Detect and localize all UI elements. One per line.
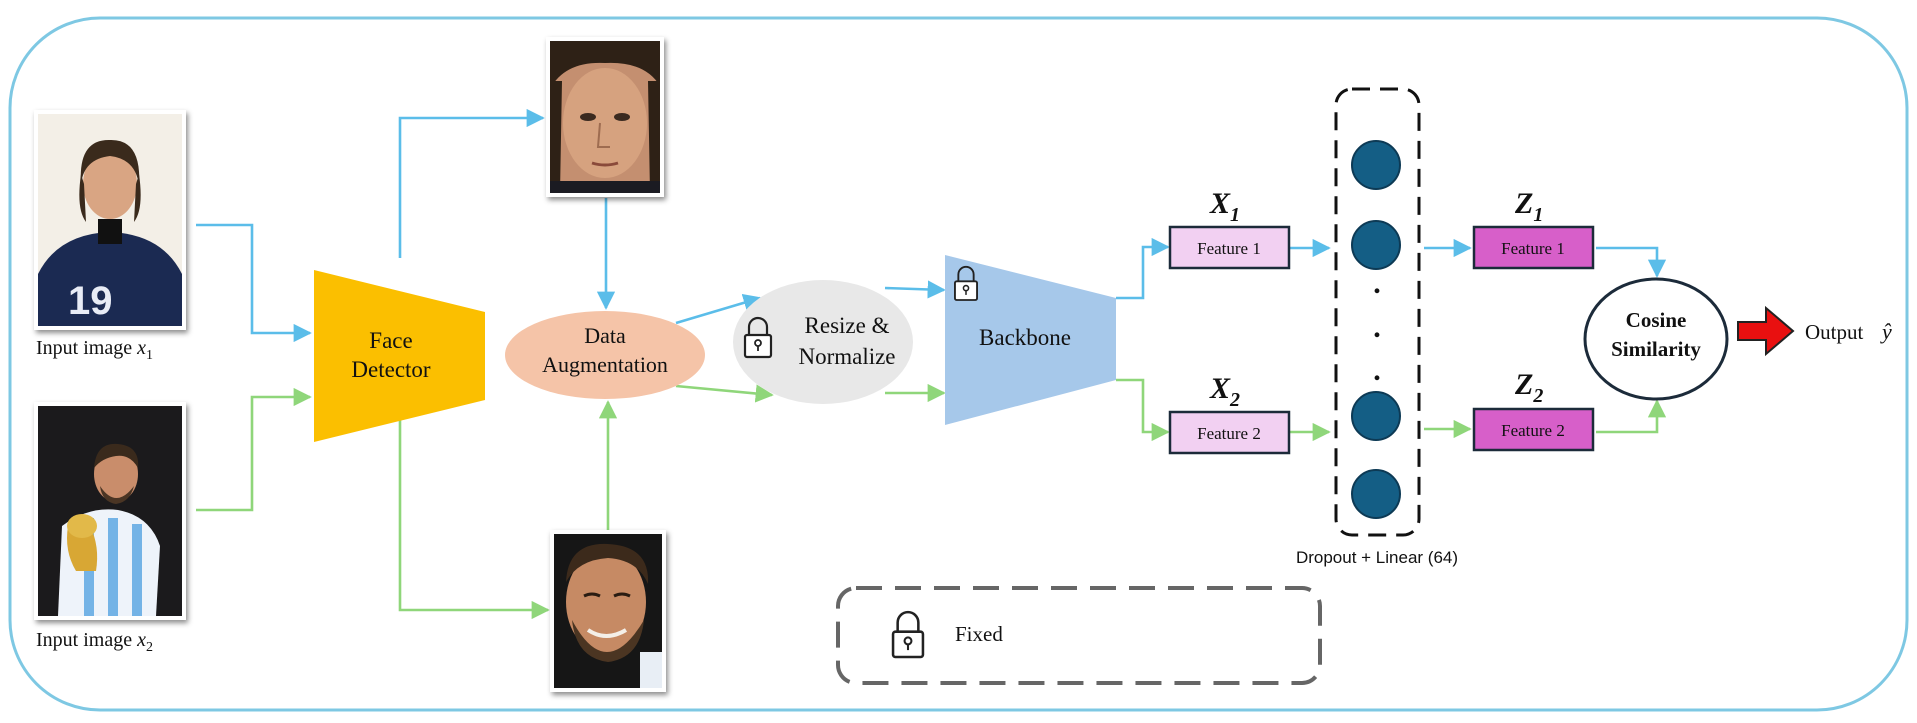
edge-detector-crop2 [398, 420, 550, 620]
cosine-label-line2: Similarity [1611, 337, 1701, 361]
feature-z1-box [1472, 225, 1595, 270]
projection-node [1351, 220, 1401, 270]
face-crop-1 [546, 37, 664, 197]
z1-symbol: Z1 [1514, 187, 1543, 226]
input-image-1: 19 [34, 110, 186, 330]
cosine-label-line1: Cosine [1626, 308, 1687, 332]
edge-backbone-x2 [1116, 378, 1170, 442]
augmentation-label-line1: Data [584, 323, 626, 348]
edge-input1-detector [196, 223, 312, 343]
resize-ellipse [733, 280, 913, 404]
projection-ellipsis-dot: . [1373, 354, 1381, 387]
output-symbol: ŷ [1880, 319, 1892, 344]
feature-z1-label: Feature 1 [1501, 239, 1565, 258]
legend-label: Fixed [955, 622, 1003, 646]
edge-z2-cosine [1596, 399, 1667, 434]
edge-backbone-x1 [1116, 237, 1170, 300]
face-detector-label-line1: Face [369, 328, 412, 353]
input2-label: Input image x2 [36, 629, 153, 655]
connectors [196, 108, 1667, 620]
x2-symbol: X2 [1209, 372, 1240, 411]
projection-ellipsis-dot: . [1373, 267, 1381, 300]
projection-box [1334, 87, 1421, 537]
z2-symbol: Z2 [1514, 368, 1543, 407]
x1-symbol: X1 [1209, 187, 1240, 226]
face-crop-2 [550, 530, 666, 692]
legend-box [836, 586, 1322, 685]
augmentation-label-line2: Augmentation [542, 352, 668, 377]
feature-z2-label: Feature 2 [1501, 421, 1565, 440]
backbone-block [945, 255, 1116, 425]
projection-node [1351, 391, 1401, 441]
feature-x1-label: Feature 1 [1197, 239, 1261, 258]
projection-node [1351, 469, 1401, 519]
edge-augmentation-resize-2 [675, 384, 774, 403]
face-detector-block [314, 270, 485, 442]
edge-detector-crop1 [398, 108, 545, 258]
resize-label-line2: Normalize [798, 344, 895, 369]
feature-x1-box [1168, 225, 1291, 270]
cosine-similarity-node [1583, 277, 1729, 401]
face-detector-label-line2: Detector [351, 357, 431, 382]
edge-resize-backbone-1 [884, 280, 946, 299]
svg-text:19: 19 [68, 279, 113, 323]
feature-z2-box [1472, 407, 1595, 452]
edge-input2-detector [196, 387, 312, 512]
projection-caption: Dropout + Linear (64) [1296, 548, 1458, 567]
feature-x2-label: Feature 2 [1197, 424, 1261, 443]
output-arrow-icon [1737, 305, 1795, 357]
edge-z1-cosine [1596, 246, 1667, 278]
projection-ellipsis-dot: . [1373, 311, 1381, 344]
augmentation-ellipse [505, 311, 705, 399]
input-image-2 [34, 402, 186, 620]
resize-label-line1: Resize & [805, 313, 890, 338]
output-label: Output [1805, 320, 1864, 344]
input1-label: Input image x1 [36, 337, 153, 363]
feature-x2-box [1168, 410, 1291, 455]
projection-node [1351, 140, 1401, 190]
edge-augmentation-resize-1 [675, 293, 762, 325]
backbone-label: Backbone [979, 325, 1071, 350]
